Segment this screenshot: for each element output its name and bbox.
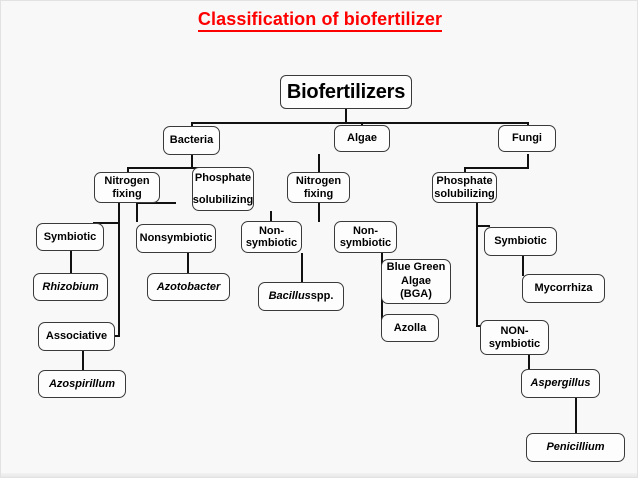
node-rhizobium[interactable]: Rhizobium — [33, 273, 108, 301]
node-azospirillum[interactable]: Azospirillum — [38, 370, 126, 398]
page-title: Classification of biofertilizer — [1, 9, 637, 32]
edge-fungisym-to-mycorrhiza — [522, 256, 524, 276]
node-penicillium[interactable]: Penicillium — [526, 433, 625, 462]
bacillus-genus: Bacillus — [268, 290, 311, 303]
page-title-text: Classification of biofertilizer — [197, 9, 443, 32]
node-algae-nitrogen-fixing[interactable]: Nitrogen fixing — [287, 172, 350, 203]
edge-bactps-to-nonsym — [270, 211, 272, 222]
node-fungi-ps-nonsymbiotic[interactable]: NON-symbiotic — [480, 320, 549, 355]
node-azolla[interactable]: Azolla — [381, 314, 439, 342]
edge-bus-to-bact-nf — [127, 167, 129, 173]
edge-nonsymbiotic-to-azotobacter — [187, 253, 189, 273]
edge-to-fungi-symbiotic — [476, 225, 490, 227]
edge-root-down — [345, 109, 347, 123]
node-bacteria-nitrogen-fixing[interactable]: Nitrogen fixing — [94, 172, 160, 203]
edge-bus-to-fungi — [527, 122, 529, 127]
edge-nonsym-to-bacillus — [301, 253, 303, 283]
edge-bus-to-bacteria — [191, 122, 193, 127]
bacillus-suffix: spp. — [310, 290, 334, 303]
node-algae-nf-nonsymbiotic[interactable]: Non-symbiotic — [334, 221, 397, 253]
node-blue-green-algae[interactable]: Blue Green Algae (BGA) — [381, 259, 451, 304]
edge-level1-bus — [191, 122, 529, 124]
node-associative[interactable]: Associative — [38, 322, 115, 351]
edge-bacteria-bus — [127, 167, 223, 169]
edge-bus-to-algae — [361, 122, 363, 127]
node-biofertilizers[interactable]: Biofertilizers — [280, 75, 412, 109]
edge-bactnf-trunk — [118, 202, 120, 336]
edge-algaenf-to-nonsym — [318, 202, 320, 222]
edge-bacteria-down — [191, 154, 193, 168]
node-azotobacter[interactable]: Azotobacter — [147, 273, 230, 301]
node-bacteria-phosphate-solubilizing[interactable]: Phosphate solubilizing — [192, 167, 254, 211]
node-bacteria-nf-symbiotic[interactable]: Symbiotic — [36, 223, 104, 251]
edge-fungi-bus — [464, 167, 529, 169]
edge-aspergillus-to-penicillium — [575, 398, 577, 433]
node-aspergillus[interactable]: Aspergillus — [521, 369, 600, 398]
node-algae[interactable]: Algae — [334, 125, 390, 152]
node-bacteria-nf-nonsymbiotic[interactable]: Nonsymbiotic — [136, 224, 216, 253]
edge-bus-to-fungi-ps — [464, 167, 466, 173]
edge-symbiotic-to-rhizobium — [70, 250, 72, 273]
node-bacillus-spp[interactable]: Bacillus spp. — [258, 282, 344, 311]
edge-fungips-trunk — [476, 202, 478, 326]
node-fungi-ps-symbiotic[interactable]: Symbiotic — [484, 227, 557, 256]
edge-associative-to-azospirillum — [82, 351, 84, 370]
edge-bactnf-to-symbiotic — [93, 222, 120, 224]
node-mycorrhiza[interactable]: Mycorrhiza — [522, 274, 605, 303]
edge-bactnf-nonsym-bus — [136, 202, 176, 204]
node-fungi-phosphate-solubilizing[interactable]: Phosphate solubilizing — [432, 172, 497, 203]
node-bacteria-ps-nonsymbiotic[interactable]: Non-symbiotic — [241, 221, 302, 253]
edge-fungi-down — [527, 154, 529, 168]
node-fungi[interactable]: Fungi — [498, 125, 556, 152]
edge-algae-to-nf — [318, 154, 320, 173]
edge-bactnf-nonsym-drop — [136, 202, 138, 222]
node-bacteria[interactable]: Bacteria — [163, 126, 220, 155]
edge-fungi-nonsym-to-aspergillus — [528, 355, 530, 370]
